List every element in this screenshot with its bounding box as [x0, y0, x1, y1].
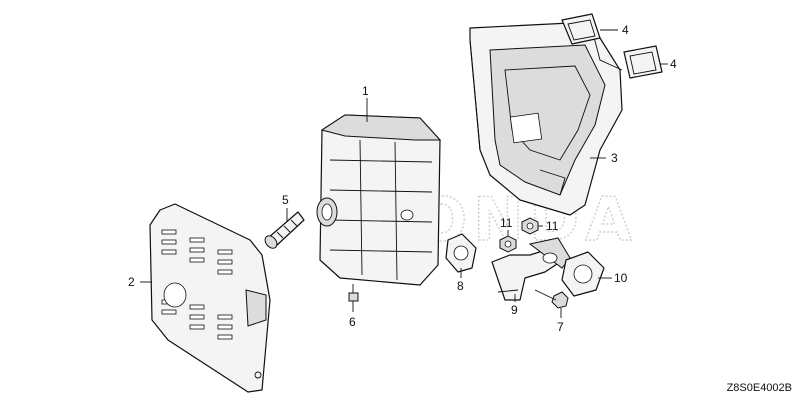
muffler-cover [149, 203, 271, 393]
callout-8: 8 [457, 279, 464, 293]
callout-4b: 4 [670, 57, 677, 71]
callout-6: 6 [349, 315, 356, 329]
rubber-pad-lower [623, 45, 663, 79]
callout-9: 9 [511, 303, 518, 317]
callout-10: 10 [614, 271, 628, 285]
callout-7: 7 [557, 320, 564, 334]
flange-bolt [534, 289, 569, 309]
callout-2: 2 [128, 275, 135, 289]
diagram-code: Z8S0E4002B [726, 382, 792, 394]
spark-arrester [264, 211, 305, 249]
exhaust-pipe-gasket [445, 233, 477, 273]
muffler-protector [469, 21, 623, 216]
bolt-small [348, 284, 359, 302]
callout-11b: 11 [546, 219, 559, 233]
muffler [316, 114, 442, 286]
flange-nut-a [499, 235, 517, 253]
rubber-pad-upper [561, 13, 601, 45]
callout-3: 3 [611, 151, 618, 165]
callout-1: 1 [362, 84, 369, 98]
leader-lines [140, 29, 668, 318]
muffler-gasket [561, 251, 605, 297]
callout-11a: 11 [500, 216, 513, 230]
callout-4a: 4 [622, 23, 629, 37]
exhaust-pipe [491, 237, 571, 301]
cover-louvers [161, 229, 233, 340]
callout-5: 5 [282, 193, 289, 207]
flange-nut-b [521, 217, 539, 235]
